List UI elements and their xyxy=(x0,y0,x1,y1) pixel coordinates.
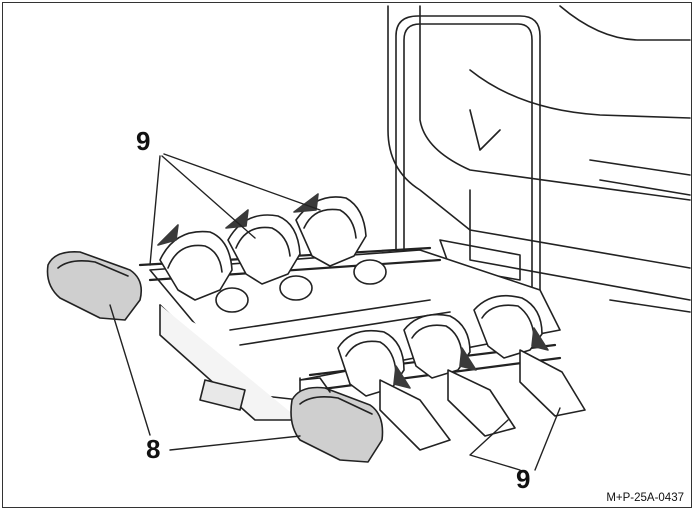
vehicle-rear xyxy=(387,5,691,313)
callout-9-straps-upper: 9 xyxy=(136,126,151,156)
upper-wheel-holders xyxy=(157,193,387,313)
callout-8-handles: 8 xyxy=(146,434,161,464)
reference-code: M+P-25A-0437 xyxy=(606,492,684,504)
leader-lines xyxy=(109,153,561,471)
lower-wheel-holders xyxy=(337,294,586,451)
callout-9-straps-lower: 9 xyxy=(516,464,531,494)
upright-frame xyxy=(395,15,541,301)
clamp-handles xyxy=(46,250,384,463)
